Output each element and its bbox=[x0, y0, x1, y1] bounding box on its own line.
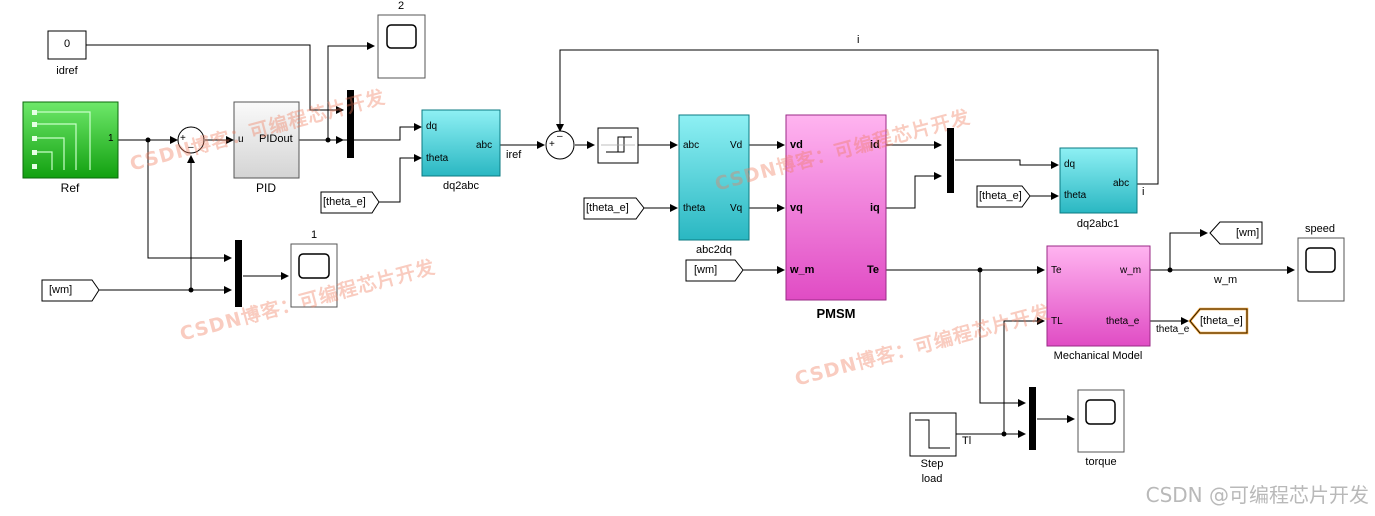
wire-pid-dq2abc[interactable] bbox=[328, 123, 422, 141]
wire-wm-goto[interactable] bbox=[1169, 229, 1208, 270]
dq2abc-in-theta: theta bbox=[426, 153, 449, 164]
scope2-block[interactable] bbox=[377, 14, 426, 79]
pmsm-in-vd: vd bbox=[790, 139, 803, 151]
goto-wm-text: [wm] bbox=[1236, 227, 1260, 239]
iref-label: iref bbox=[506, 149, 522, 161]
pmsm-out-id: id bbox=[870, 139, 880, 151]
feedback-i-label: i bbox=[857, 34, 860, 46]
from-wm-left[interactable] bbox=[41, 279, 100, 302]
idref-value: 0 bbox=[63, 38, 71, 50]
junction-dots bbox=[145, 137, 1173, 437]
pid-port-out: PIDout bbox=[259, 133, 293, 145]
scope1-block[interactable] bbox=[290, 243, 338, 308]
credit-text: CSDN @可编程芯片开发 bbox=[1145, 483, 1369, 507]
dq2abc1-in-dq: dq bbox=[1064, 159, 1076, 170]
goto-theta-right-text: [theta_e] bbox=[1200, 315, 1243, 327]
sum1-block[interactable] bbox=[177, 126, 205, 154]
wire-iq-mux3[interactable] bbox=[886, 172, 942, 209]
dq2abc-label: dq2abc bbox=[442, 180, 480, 192]
sum2-block[interactable] bbox=[545, 130, 575, 160]
mech-in-tl: TL bbox=[1051, 316, 1063, 327]
abc2dq-out-vq: Vq bbox=[730, 203, 743, 214]
pmsm-out-te: Te bbox=[867, 264, 880, 276]
ref-label: Ref bbox=[60, 181, 80, 195]
pmsm-out-iq: iq bbox=[870, 202, 880, 214]
relay-block[interactable] bbox=[597, 127, 639, 164]
pid-block[interactable] bbox=[233, 101, 300, 179]
mech-out-theta: theta_e bbox=[1106, 316, 1140, 327]
dq2abc-block[interactable] bbox=[421, 109, 501, 177]
mux2-block[interactable] bbox=[235, 240, 242, 307]
torque-scope-block[interactable] bbox=[1077, 389, 1125, 453]
mech-label: Mechanical Model bbox=[1053, 350, 1143, 362]
from-theta-dq2abc1[interactable] bbox=[976, 185, 1031, 208]
dq2abc1-in-theta: theta bbox=[1064, 190, 1087, 201]
from-theta-dq2abc1-text: [theta_e] bbox=[979, 190, 1022, 202]
wire-ref-mux2[interactable] bbox=[147, 140, 232, 262]
from-wm-pmsm[interactable] bbox=[685, 259, 744, 282]
sum1-minus: – bbox=[188, 142, 194, 153]
tl-signal-label: Tl bbox=[962, 435, 972, 447]
mux3-block[interactable] bbox=[947, 128, 954, 193]
from-wm-left-text: [wm] bbox=[49, 284, 73, 296]
goto-theta-left[interactable] bbox=[320, 191, 380, 214]
goto-theta-left-text: [theta_e] bbox=[323, 196, 366, 208]
theta-signal-label: theta_e bbox=[1156, 324, 1190, 335]
abc2dq-label: abc2dq bbox=[695, 244, 733, 256]
goto-wm[interactable] bbox=[1209, 221, 1263, 245]
pmsm-block[interactable] bbox=[785, 114, 887, 301]
speed-label: speed bbox=[1305, 223, 1335, 235]
dq2abc-out-abc: abc bbox=[476, 140, 493, 151]
wire-mux3-dq2abc1[interactable] bbox=[955, 159, 1059, 169]
i-out-label: i bbox=[1142, 186, 1145, 198]
step-label-1: Step bbox=[920, 458, 944, 470]
pmsm-label: PMSM bbox=[816, 306, 856, 321]
torque-label: torque bbox=[1085, 456, 1117, 468]
sum1-plus: + bbox=[180, 133, 186, 144]
const-idref-block[interactable] bbox=[47, 30, 87, 60]
abc2dq-out-vd: Vd bbox=[730, 140, 743, 151]
dq2abc1-out-abc: abc bbox=[1113, 178, 1130, 189]
idref-label: idref bbox=[56, 65, 78, 77]
from-theta-abc2dq[interactable] bbox=[583, 197, 645, 220]
abc2dq-in-abc: abc bbox=[683, 140, 700, 151]
wire-feedback-i[interactable] bbox=[556, 49, 1159, 185]
dq2abc1-label: dq2abc1 bbox=[1076, 218, 1120, 230]
mech-in-te: Te bbox=[1051, 265, 1062, 276]
pid-port-in: u bbox=[238, 134, 244, 145]
step-label-2: load bbox=[921, 473, 943, 485]
wire-theta-dq2abc[interactable] bbox=[379, 154, 422, 203]
mechanical-model-block[interactable] bbox=[1046, 245, 1151, 347]
scope1-label: 1 bbox=[310, 229, 318, 241]
wire-tl-mech[interactable] bbox=[956, 317, 1045, 435]
mux1-block[interactable] bbox=[347, 90, 354, 158]
dq2abc1-block[interactable] bbox=[1059, 147, 1138, 214]
abc2dq-block[interactable] bbox=[678, 114, 750, 241]
ref-port-out: 1 bbox=[108, 133, 114, 144]
dq2abc-in-dq: dq bbox=[426, 121, 438, 132]
wire-idref-mux[interactable] bbox=[86, 44, 344, 114]
scope2-label: 2 bbox=[397, 0, 405, 12]
sum2-plus: + bbox=[549, 139, 555, 150]
mech-out-wm: w_m bbox=[1120, 265, 1142, 276]
wire-te-mux4[interactable] bbox=[979, 270, 1026, 407]
step-load-block[interactable] bbox=[909, 412, 957, 457]
signal-lines bbox=[86, 42, 1295, 438]
wm-signal-label: w_m bbox=[1214, 274, 1238, 286]
from-wm-pmsm-text: [wm] bbox=[694, 264, 718, 276]
from-theta-abc2dq-text: [theta_e] bbox=[586, 202, 629, 214]
speed-scope-block[interactable] bbox=[1297, 237, 1345, 302]
sum2-minus: – bbox=[557, 131, 563, 142]
ref-block[interactable] bbox=[22, 101, 119, 179]
mux4-block[interactable] bbox=[1029, 387, 1036, 450]
pmsm-in-wm: w_m bbox=[790, 264, 815, 276]
pmsm-in-vq: vq bbox=[790, 202, 803, 214]
abc2dq-in-theta: theta bbox=[683, 203, 706, 214]
wire-to-scope2[interactable] bbox=[327, 42, 375, 140]
pid-label: PID bbox=[255, 181, 277, 195]
